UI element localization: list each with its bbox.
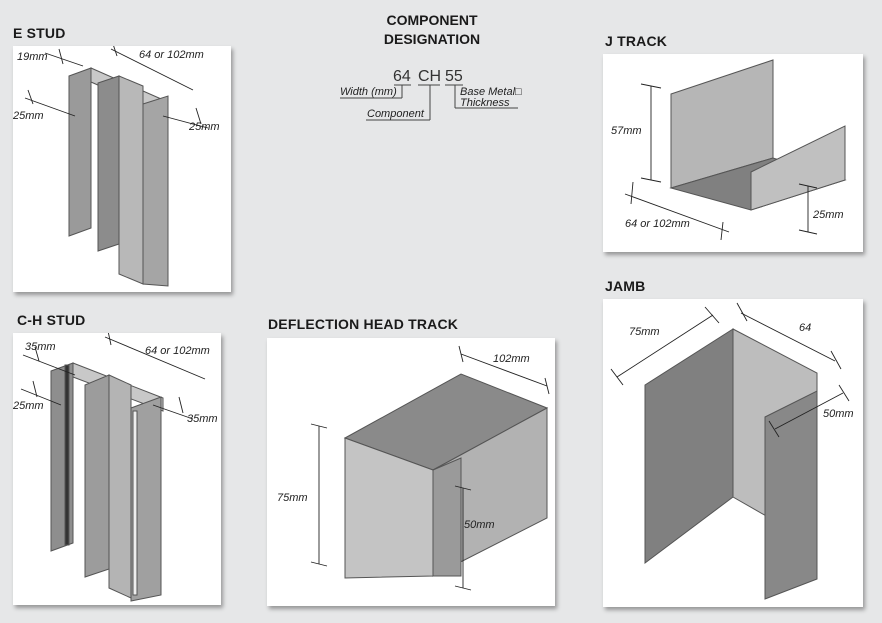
- j-track-title: J TRACK: [605, 33, 668, 49]
- component-designation-diagram: COMPONENT DESIGNATION 64 CH 55 Width (mm…: [340, 12, 522, 121]
- designation-code-thickness: 55: [445, 68, 463, 85]
- deflection-head-track-card: 102mm 75mm 50mm: [267, 338, 555, 606]
- jamb-dim-left: 75mm: [629, 326, 660, 338]
- designation-title-line1: COMPONENT: [387, 12, 478, 28]
- j-track-dim-height: 57mm: [611, 125, 642, 137]
- deflection-head-track-dim-width: 102mm: [493, 353, 530, 365]
- j-track-diagram: 57mm 64 or 102mm 25mm: [611, 59, 847, 241]
- designation-code-component: CH: [418, 68, 441, 85]
- component-designation: COMPONENT DESIGNATION 64 CH 55 Width (mm…: [320, 8, 550, 128]
- designation-label-width: Width (mm): [340, 86, 397, 98]
- jamb-card: 75mm 64 50mm: [603, 299, 863, 607]
- jamb-title: JAMB: [605, 278, 646, 294]
- ch-stud-dimension-lines: [20, 333, 206, 420]
- deflection-head-track-dim-height-left: 75mm: [277, 492, 308, 504]
- j-track-profile: [669, 59, 847, 211]
- ch-stud-card: 35mm 64 or 102mm 25mm 35mm: [13, 333, 221, 605]
- e-stud-dim-web-right: 25mm: [188, 121, 220, 133]
- jamb-dimension-lines: [610, 302, 850, 438]
- deflection-head-track-title: DEFLECTION HEAD TRACK: [268, 316, 459, 332]
- j-track-card: 57mm 64 or 102mm 25mm: [603, 54, 863, 252]
- ch-stud-dim-top-left: 35mm: [25, 341, 56, 353]
- designation-leader-lines: [340, 84, 518, 121]
- jamb-profile: [644, 328, 818, 600]
- designation-title-line2: DESIGNATION: [384, 31, 480, 47]
- e-stud-dimension-lines: [24, 46, 209, 129]
- e-stud-title: E STUD: [13, 25, 66, 41]
- jamb-diagram: 75mm 64 50mm: [610, 302, 854, 600]
- ch-stud-dim-right: 35mm: [187, 413, 218, 425]
- designation-code-width: 64: [393, 68, 411, 85]
- deflection-head-track-profile: [343, 373, 549, 579]
- ch-stud-profile: [50, 362, 164, 602]
- ch-stud-dim-left: 25mm: [13, 400, 44, 412]
- e-stud-dim-flange-top: 19mm: [17, 51, 48, 63]
- e-stud-dim-width: 64 or 102mm: [139, 49, 204, 61]
- j-track-dim-lip: 25mm: [812, 209, 844, 221]
- jamb-dim-right: 64: [799, 322, 811, 334]
- designation-label-thickness-line1: Base Metal□: [460, 86, 522, 98]
- e-stud-profile: [68, 67, 169, 287]
- deflection-head-track-dimension-lines: [310, 345, 550, 591]
- jamb-dim-lip: 50mm: [823, 408, 854, 420]
- j-track-dim-width: 64 or 102mm: [625, 218, 690, 230]
- ch-stud-title: C-H STUD: [17, 312, 86, 328]
- ch-stud-diagram: 35mm 64 or 102mm 25mm 35mm: [13, 333, 218, 602]
- designation-label-component: Component: [367, 108, 425, 120]
- deflection-head-track-diagram: 102mm 75mm 50mm: [277, 345, 550, 591]
- e-stud-card: 19mm 64 or 102mm 25mm 25mm: [13, 46, 231, 292]
- deflection-head-track-dim-height-right: 50mm: [464, 519, 495, 531]
- e-stud-dim-web-left: 25mm: [13, 110, 44, 122]
- designation-label-thickness-line2: Thickness: [460, 97, 510, 109]
- ch-stud-dim-width: 64 or 102mm: [145, 345, 210, 357]
- e-stud-diagram: 19mm 64 or 102mm 25mm 25mm: [13, 46, 220, 287]
- j-track-dimension-lines: [624, 83, 818, 241]
